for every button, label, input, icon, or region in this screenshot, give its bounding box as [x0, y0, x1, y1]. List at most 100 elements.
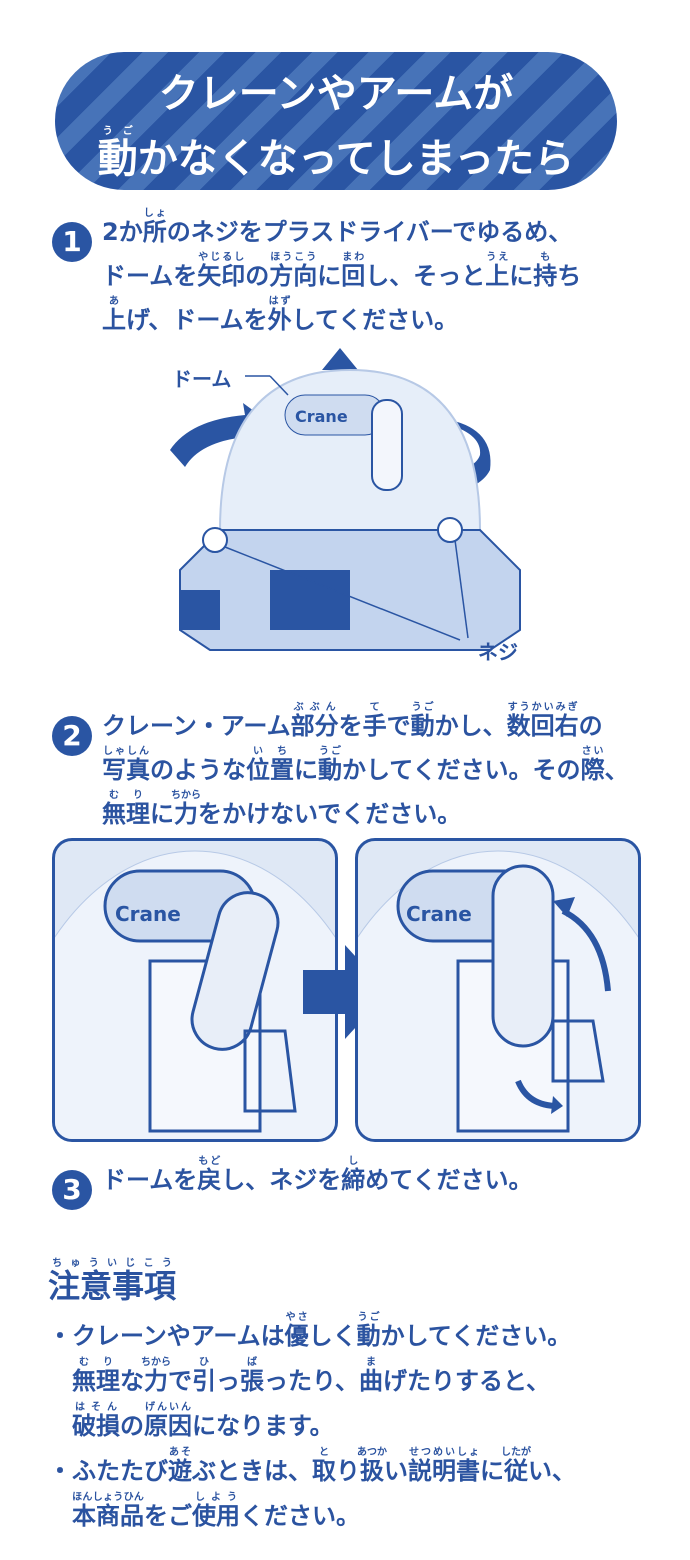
ruby-word: 際さい — [580, 746, 605, 785]
text-line: 無理むりな力ちからで引ひっ張ばったり、曲まげたりすると、 — [48, 1357, 576, 1402]
furigana: ひ — [192, 1357, 216, 1368]
ruby-word: 引ひ — [192, 1357, 216, 1396]
ruby-word: 写真しゃしん — [102, 746, 150, 785]
crane-arm — [371, 399, 403, 491]
ruby-word: 注意事項ちゅういじこう — [48, 1258, 177, 1306]
text-segment — [48, 1502, 72, 1530]
step-1-number: 1 — [52, 222, 92, 262]
text-segment: のネジをプラスドライバーでゆるめ、 — [166, 218, 573, 246]
curved-arrow-up-icon — [561, 908, 611, 992]
text-segment: をかけないでください。 — [198, 800, 462, 828]
screw-left — [202, 527, 228, 553]
furigana: むり — [102, 790, 150, 801]
crane-logo-before: Crane — [115, 902, 181, 926]
text-segment: げたりすると、 — [383, 1367, 551, 1395]
up-arrow-icon — [322, 348, 358, 388]
text-segment: の — [120, 1412, 144, 1440]
furigana: やじるし — [197, 252, 246, 263]
notes-list: ・クレーンやアームは優やさしく動うごかしてください。 無理むりな力ちからで引ひっ… — [48, 1312, 576, 1537]
furigana: しよう — [192, 1492, 240, 1503]
step-2-text: クレーン・アーム部分ぶぶんを手てで動うごかし、数回右すうかいみぎの写真しゃしんの… — [102, 702, 629, 834]
furigana: うご — [356, 1312, 381, 1323]
text-segment: ち — [557, 262, 582, 290]
ruby-word: 方向ほうこう — [269, 252, 318, 291]
ruby-word: 扱あつか — [357, 1447, 387, 1486]
dome-label: ドーム — [172, 367, 232, 391]
text-segment: り — [336, 1457, 360, 1485]
furigana: やさ — [284, 1312, 309, 1323]
furigana: ちから — [141, 1357, 171, 1368]
ruby-word: 上あ — [102, 296, 126, 335]
ruby-word: 優やさ — [284, 1312, 309, 1351]
dome-shape — [218, 368, 482, 531]
furigana: ちから — [171, 790, 201, 801]
text-line: ・クレーンやアームは優やさしく動うごかしてください。 — [48, 1312, 576, 1357]
ruby-word: 曲ま — [359, 1357, 384, 1396]
text-segment: かしてください。その — [342, 756, 581, 784]
crane-arm-after — [491, 864, 555, 1048]
text-segment: してください。 — [291, 306, 459, 334]
ruby-word: 持も — [533, 252, 558, 291]
text-line: ・ふたたび遊あそぶときは、取とり扱あつかい説明書せつめいしょに従したがい、 — [48, 1447, 576, 1492]
ruby-word: 従したが — [501, 1447, 531, 1486]
text-segment: で — [386, 712, 411, 740]
ruby-word: 使用しよう — [192, 1492, 240, 1531]
text-segment: い、 — [528, 1457, 576, 1485]
text-segment: っ — [216, 1367, 240, 1395]
title-banner: クレーンやアームが 動うごかなくなってしまったら — [55, 52, 617, 190]
text-segment: クレーンやアームが — [158, 71, 514, 117]
furigana: せつめいしょ — [408, 1447, 480, 1458]
furigana: ま — [359, 1357, 384, 1368]
text-line: 破損はそんの原因げんいんになります。 — [48, 1402, 576, 1447]
text-line: 本商品ほんしょうひんをご使用しようください。 — [48, 1492, 576, 1537]
step-3-text: ドームを戻もどし、ネジを締しめてください。 — [102, 1156, 533, 1200]
text-segment — [48, 1412, 72, 1440]
text-segment: に — [509, 262, 534, 290]
ruby-word: 位置いち — [246, 746, 294, 785]
text-segment: かしてください。 — [380, 1322, 572, 1350]
furigana: あつか — [357, 1447, 387, 1458]
furigana: ば — [240, 1357, 264, 1368]
crane-logo: Crane — [295, 407, 348, 426]
text-segment: に — [480, 1457, 504, 1485]
furigana: ぶぶん — [290, 702, 339, 713]
furigana: あそ — [168, 1447, 192, 1458]
furigana: うご — [97, 126, 138, 137]
ruby-word: 遊あそ — [168, 1447, 192, 1486]
text-segment: しく — [308, 1322, 357, 1350]
text-segment: し、ネジを — [221, 1166, 342, 1194]
ruby-word: 原因げんいん — [144, 1402, 192, 1441]
ruby-word: 動うご — [356, 1312, 381, 1351]
text-segment: ドームを — [102, 262, 198, 290]
furigana: いち — [246, 746, 294, 757]
ruby-word: 張ば — [240, 1357, 264, 1396]
text-segment: い — [384, 1457, 408, 1485]
furigana: まわ — [341, 252, 366, 263]
ruby-word: 力ちから — [171, 790, 201, 829]
furigana: げんいん — [144, 1402, 192, 1413]
furigana: も — [533, 252, 558, 263]
ruby-word: 手て — [362, 702, 387, 741]
notes-title: 注意事項ちゅういじこう — [48, 1258, 176, 1306]
photo-before: Crane — [52, 838, 338, 1142]
text-segment: 2か — [102, 218, 143, 246]
text-segment: で — [168, 1367, 192, 1395]
text-segment: な — [120, 1367, 144, 1395]
photo-after: Crane — [355, 838, 641, 1142]
furigana: と — [312, 1447, 336, 1458]
text-segment: ぶときは、 — [192, 1457, 312, 1485]
text-line: 2か所しょのネジをプラスドライバーでゆるめ、 — [102, 208, 581, 252]
right-arrow-icon — [303, 945, 388, 1039]
ruby-word: 本商品ほんしょうひん — [72, 1492, 144, 1531]
text-segment: げ、ドームを — [126, 306, 268, 334]
step-1-text: 2か所しょのネジをプラスドライバーでゆるめ、ドームを矢印やじるしの方向ほうこうに… — [102, 208, 581, 340]
title-line-1: クレーンやアームが — [55, 72, 617, 116]
furigana: さい — [580, 746, 605, 757]
step-3-number: 3 — [52, 1170, 92, 1210]
text-line: ドームを矢印やじるしの方向ほうこうに回まわし、そっと上うえに持もち — [102, 252, 581, 296]
ruby-word: 締し — [341, 1156, 366, 1195]
ruby-word: 戻もど — [197, 1156, 222, 1195]
text-segment: のような — [150, 756, 246, 784]
furigana: うご — [410, 702, 435, 713]
text-segment: に — [150, 800, 174, 828]
